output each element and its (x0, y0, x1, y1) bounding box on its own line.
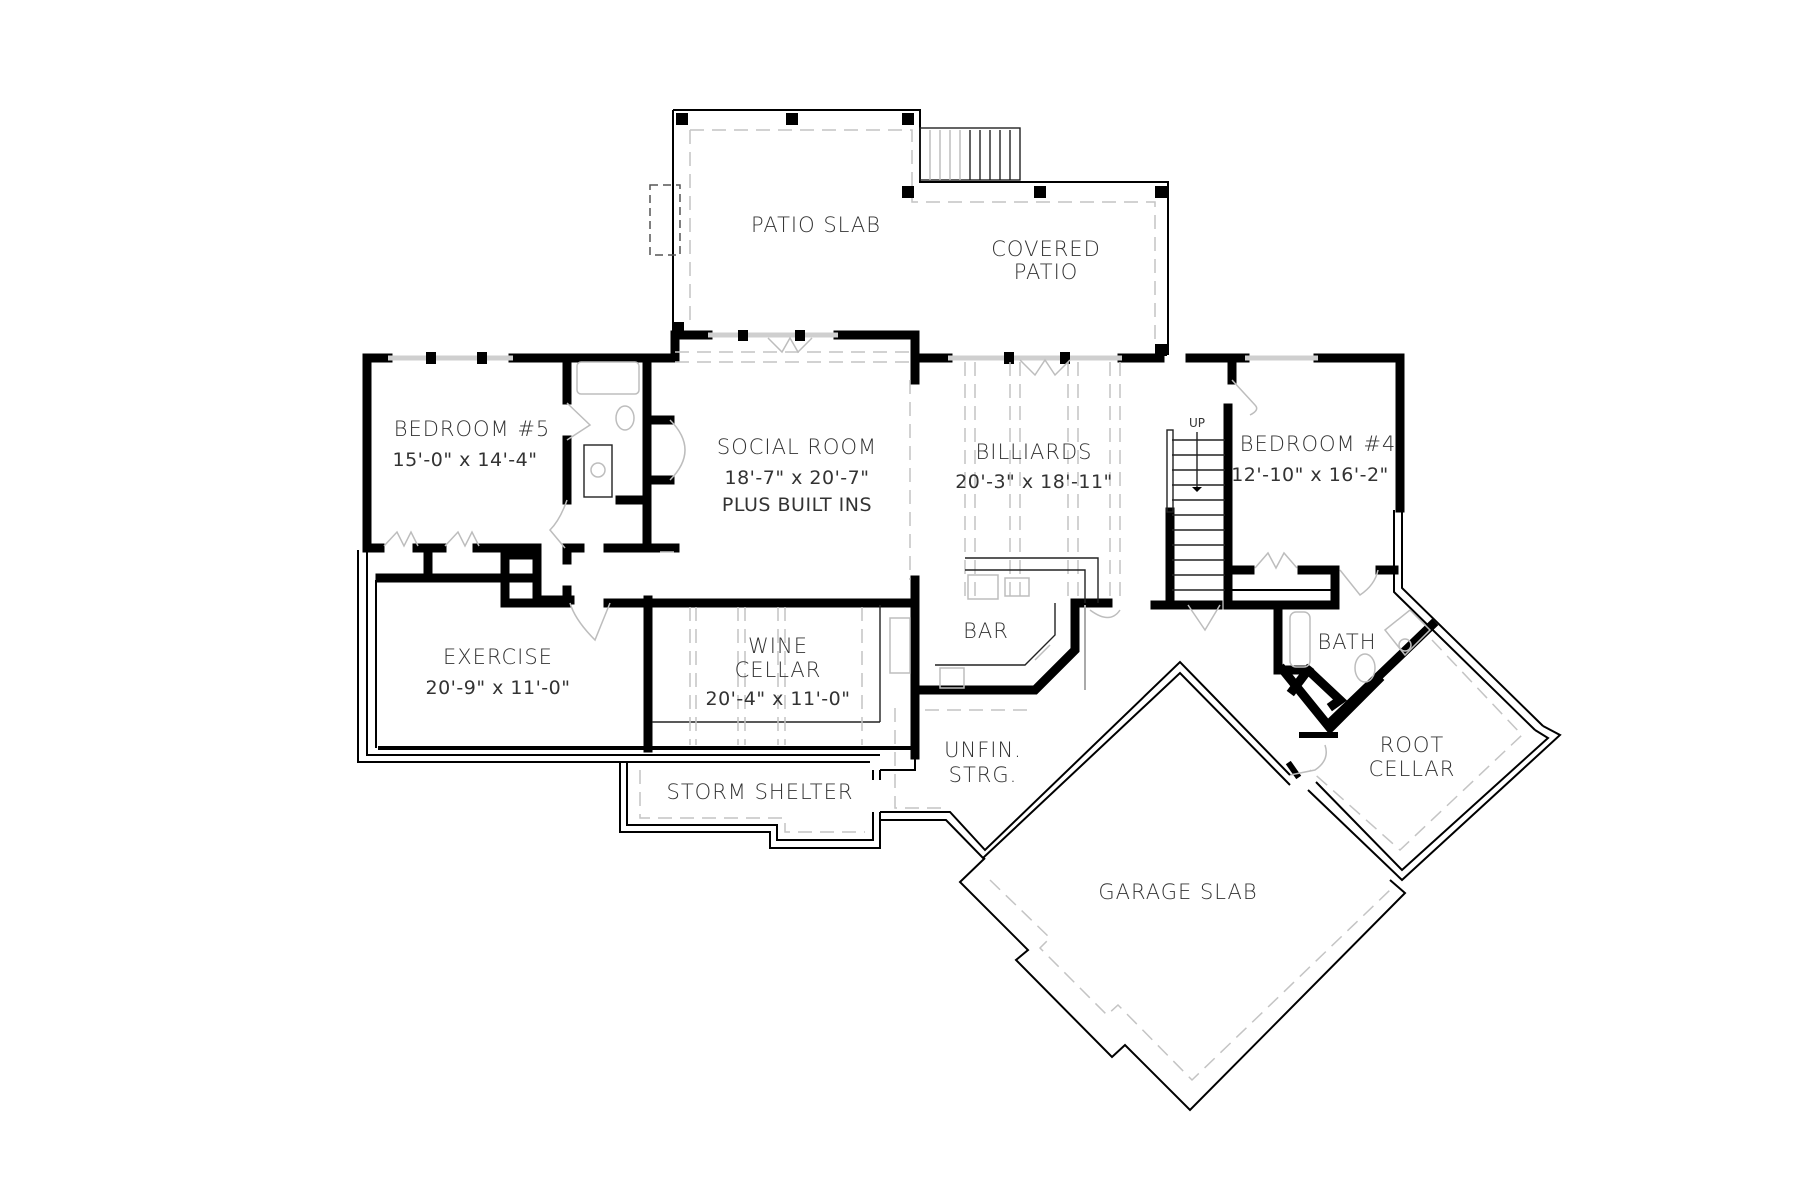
room-note-social-room: PLUS BUILT INS (722, 494, 872, 516)
room-label-covered-patio-2: PATIO (1014, 260, 1079, 284)
range-icon (967, 574, 999, 600)
fridge-icon (889, 617, 911, 674)
patio-area: PATIO SLAB COVERED PATIO (649, 109, 1169, 356)
room-label-bath: BATH (1317, 630, 1376, 654)
room-label-patio-slab: PATIO SLAB (751, 213, 881, 237)
post-icon (676, 113, 688, 125)
post-icon (1034, 186, 1046, 198)
room-dims-billiards: 20'-3" x 18'-11" (955, 471, 1113, 493)
room-label-garage-slab: GARAGE SLAB (1098, 880, 1257, 904)
post-icon (786, 113, 798, 125)
room-dims-exercise: 20'-9" x 11'-0" (426, 677, 571, 699)
room-dims-bedroom-4: 12'-10" x 16'-2" (1231, 464, 1389, 486)
room-label-covered-patio: COVERED (991, 237, 1101, 261)
post-icon (1155, 344, 1167, 356)
unfinished-storage: UNFIN. STRG. (880, 660, 1291, 860)
room-label-root-cellar-2: CELLAR (1369, 757, 1456, 781)
post-icon (902, 186, 914, 198)
room-label-social-room: SOCIAL ROOM (717, 435, 877, 459)
room-label-unfinished-storage: UNFIN. (944, 738, 1022, 762)
interior-stair: UP (1150, 403, 1233, 610)
room-label-wine-cellar-2: CELLAR (735, 658, 822, 682)
bath: BATH (1089, 600, 1439, 738)
room-dims-social-room: 18'-7" x 20'-7" (725, 467, 870, 489)
room-label-billiards: BILLIARDS (976, 440, 1093, 464)
stair-label: UP (1189, 416, 1205, 430)
room-label-storm-shelter: STORM SHELTER (667, 780, 854, 804)
bedroom-4: BEDROOM #4 12'-10" x 16'-2" (1223, 357, 1544, 731)
room-label-root-cellar: ROOT (1380, 733, 1444, 757)
billiards: BILLIARDS 20'-3" x 18'-11" (955, 358, 1121, 600)
storm-shelter: STORM SHELTER (619, 762, 881, 849)
social-room: SOCIAL ROOM 18'-7" x 20'-7" PLUS BUILT I… (660, 336, 920, 613)
room-dims-bedroom-5: 15'-0" x 14'-4" (393, 449, 538, 471)
post-icon (1155, 186, 1167, 198)
wine-cellar: WINE CELLAR 20'-4" x 11'-0" (643, 598, 920, 760)
room-label-unfinished-storage-2: STRG. (949, 763, 1018, 787)
exterior-walls (362, 330, 1405, 553)
room-label-bedroom-4: BEDROOM #4 (1240, 432, 1397, 456)
room-label-exercise: EXERCISE (443, 645, 553, 669)
room-label-bar: BAR (963, 619, 1009, 643)
room-dims-wine-cellar: 20'-4" x 11'-0" (706, 688, 851, 710)
bedroom-5: BEDROOM #5 15'-0" x 14'-4" (362, 353, 686, 605)
post-icon (902, 113, 914, 125)
room-label-wine-cellar: WINE (748, 634, 808, 658)
root-cellar: ROOT CELLAR (1285, 639, 1562, 882)
exterior-stair-icon (919, 127, 1021, 181)
sink-icon (1004, 577, 1030, 597)
bar: BAR (889, 557, 1113, 695)
garage-slab: GARAGE SLAB (958, 857, 1407, 1112)
room-label-bedroom-5: BEDROOM #5 (394, 417, 551, 441)
